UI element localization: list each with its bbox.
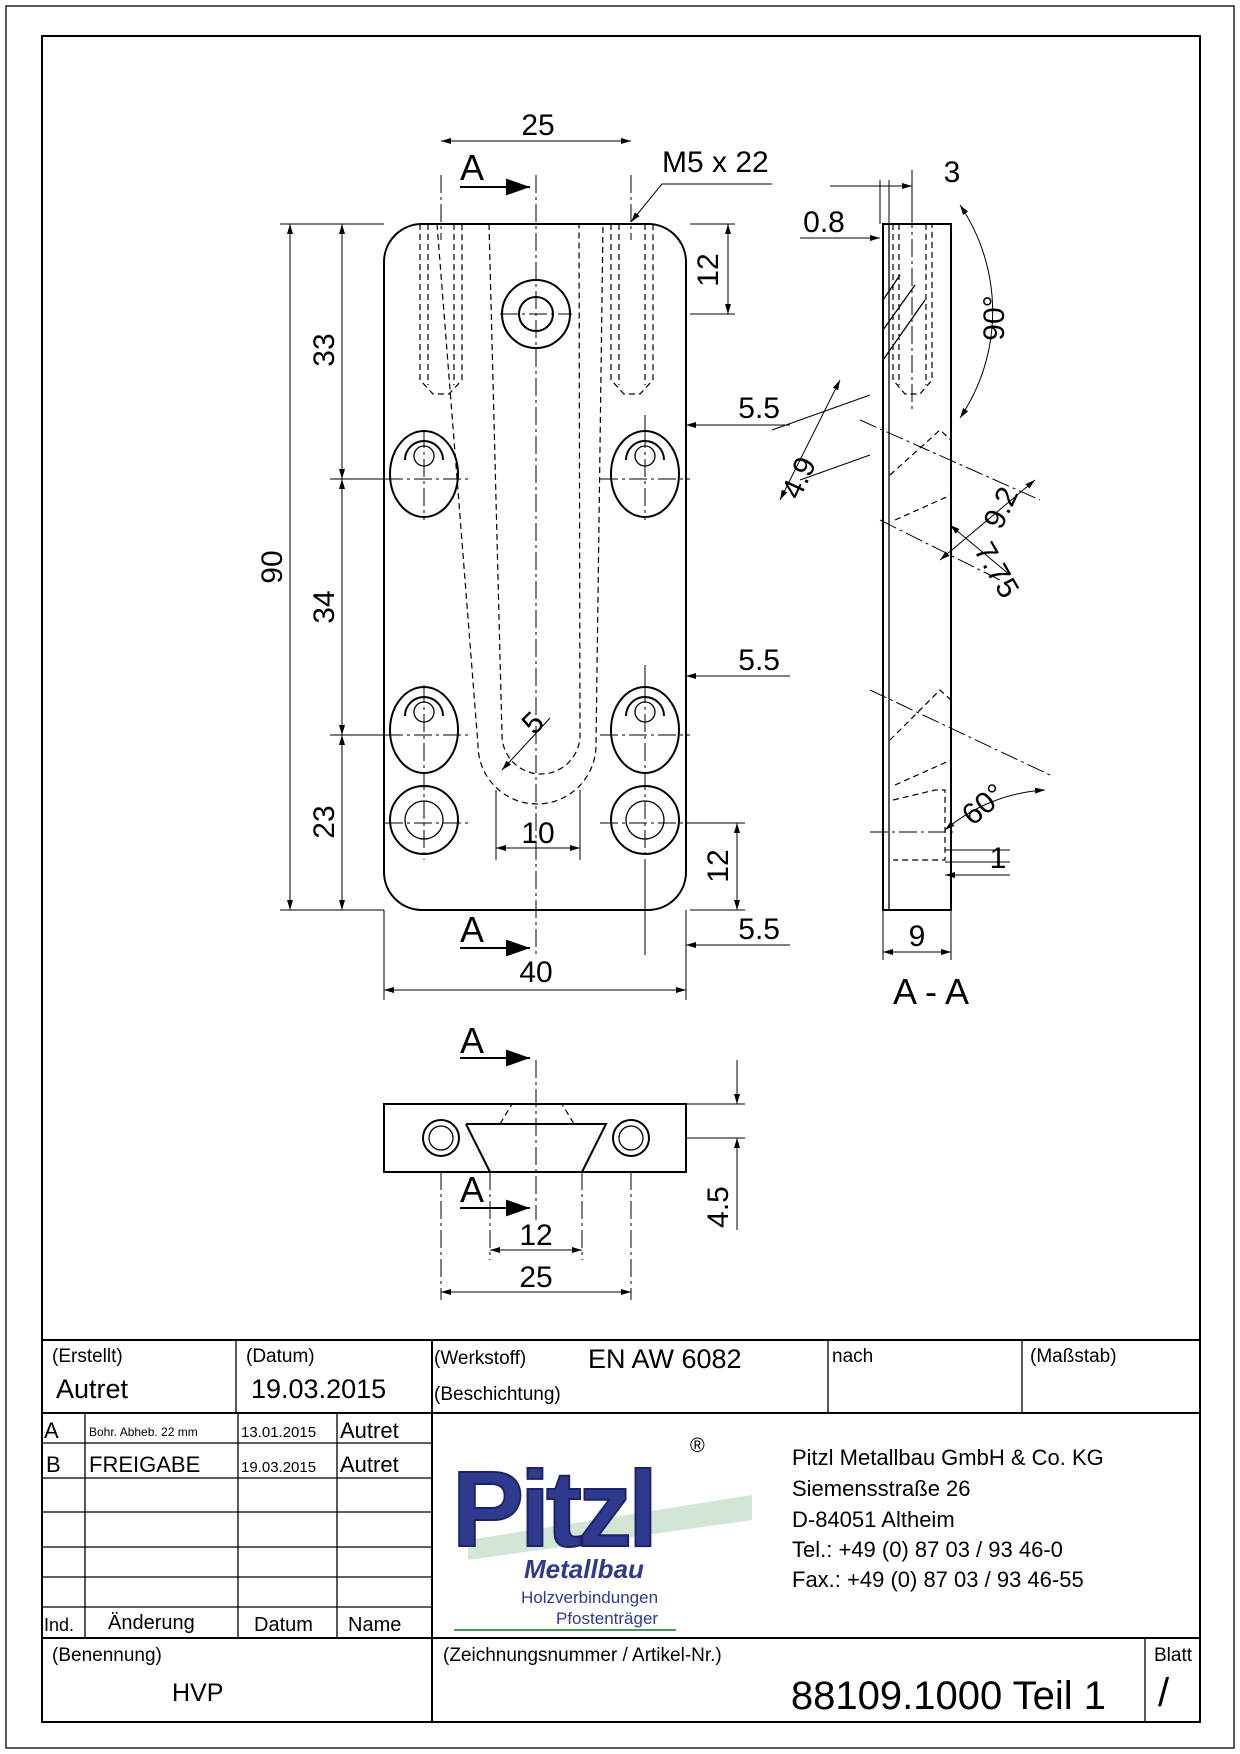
logo-line1: Holzverbindungen bbox=[521, 1588, 658, 1607]
section-view bbox=[859, 210, 1051, 911]
rev-header-ind: Ind. bbox=[44, 1615, 74, 1635]
dim-5-5-b: 5.5 bbox=[738, 644, 780, 677]
scale-label: (Maßstab) bbox=[1030, 1346, 1117, 1367]
dim-top-25: 25 bbox=[521, 109, 554, 142]
rev-header-date: Datum bbox=[254, 1614, 313, 1636]
dim-thread: M5 x 22 bbox=[662, 146, 769, 179]
created-value: Autret bbox=[56, 1374, 129, 1404]
dim-section-9-2: 9.2 bbox=[978, 482, 1026, 534]
drawing-frame bbox=[41, 35, 1201, 1723]
company-logo: Pitzl ® Metallbau Holzverbindungen Pfost… bbox=[451, 1435, 752, 1631]
threaded-hole-left bbox=[419, 224, 463, 395]
plate-outline bbox=[383, 223, 687, 911]
after-label: nach bbox=[832, 1346, 873, 1367]
svg-text:19.03.2015: 19.03.2015 bbox=[241, 1459, 316, 1476]
svg-text:13.01.2015: 13.01.2015 bbox=[241, 1424, 316, 1441]
outer-frame bbox=[5, 5, 1235, 1749]
section-marker-top: A bbox=[460, 147, 484, 188]
svg-text:FREIGABE: FREIGABE bbox=[89, 1452, 200, 1477]
section-outline bbox=[882, 223, 952, 911]
material-label: (Werkstoff) bbox=[434, 1348, 526, 1369]
created-label: (Erstellt) bbox=[52, 1346, 123, 1367]
dim-34: 34 bbox=[308, 590, 341, 623]
coating-label: (Beschichtung) bbox=[434, 1384, 561, 1405]
front-view bbox=[383, 175, 690, 955]
company-tel: Tel.: +49 (0) 87 03 / 93 46-0 bbox=[792, 1537, 1063, 1562]
dim-90: 90 bbox=[256, 550, 289, 583]
designation-label: (Benennung) bbox=[52, 1645, 162, 1666]
dim-bottom-4-5: 4.5 bbox=[702, 1186, 735, 1228]
threaded-hole-right bbox=[610, 224, 654, 395]
dim-10: 10 bbox=[521, 817, 554, 850]
section-marker-bottom-view-bottom: A bbox=[460, 1169, 484, 1210]
logo-registered: ® bbox=[690, 1435, 705, 1457]
slot-outer bbox=[436, 223, 604, 805]
dim-5-5-a: 5.5 bbox=[738, 392, 780, 425]
company-street: Siemensstraße 26 bbox=[792, 1476, 971, 1501]
svg-text:B: B bbox=[46, 1452, 61, 1477]
dim-bottom-25: 25 bbox=[519, 1261, 552, 1294]
company-name: Pitzl Metallbau GmbH & Co. KG bbox=[792, 1445, 1104, 1470]
dim-23: 23 bbox=[308, 805, 341, 838]
dim-12-top: 12 bbox=[692, 253, 725, 286]
material-value: EN AW 6082 bbox=[588, 1344, 742, 1374]
revision-row-a: A Bohr. Abheb. 22 mm 13.01.2015 Autret bbox=[44, 1418, 399, 1443]
dim-33: 33 bbox=[308, 333, 341, 366]
rev-header-name: Name bbox=[348, 1614, 401, 1636]
section-marker-bottom: A bbox=[460, 909, 484, 950]
rev-header-change: Änderung bbox=[108, 1612, 195, 1634]
section-dimensions: 3 0.8 90° 4.9 9.2 7.75 60° 1 9 A - A bbox=[771, 156, 1046, 1012]
sheet-label: Blatt bbox=[1154, 1645, 1193, 1666]
dim-section-9: 9 bbox=[909, 920, 926, 953]
logo-sub: Metallbau bbox=[524, 1554, 644, 1584]
front-dimensions: 25 M5 x 22 12 90 33 34 23 5.5 5.5 5 10 bbox=[256, 109, 790, 1000]
company-city: D-84051 Altheim bbox=[792, 1507, 955, 1532]
dim-40: 40 bbox=[519, 956, 552, 989]
dim-5-5-c: 5.5 bbox=[738, 913, 780, 946]
section-title: A - A bbox=[893, 971, 969, 1012]
drawing-number-label: (Zeichnungsnummer / Artikel-Nr.) bbox=[443, 1645, 722, 1666]
logo-word: Pitzl bbox=[452, 1448, 654, 1569]
section-marker-bottom-view-top: A bbox=[460, 1020, 484, 1061]
revision-row-b: B FREIGABE 19.03.2015 Autret bbox=[46, 1452, 399, 1477]
sheet-value: / bbox=[1158, 1671, 1170, 1715]
company-fax: Fax.: +49 (0) 87 03 / 93 46-55 bbox=[792, 1567, 1084, 1592]
svg-text:Bohr. Abheb. 22 mm: Bohr. Abheb. 22 mm bbox=[89, 1425, 198, 1439]
dim-section-0-8: 0.8 bbox=[803, 206, 845, 239]
svg-text:Autret: Autret bbox=[340, 1452, 399, 1477]
dim-section-1: 1 bbox=[990, 842, 1007, 875]
title-block: (Erstellt) Autret (Datum) 19.03.2015 (We… bbox=[42, 1339, 1200, 1722]
svg-text:Autret: Autret bbox=[340, 1418, 399, 1443]
dim-section-90deg: 90° bbox=[978, 295, 1011, 340]
svg-text:A: A bbox=[44, 1418, 59, 1443]
dim-section-4-9: 4.9 bbox=[776, 452, 824, 504]
dim-bottom-12: 12 bbox=[519, 1219, 552, 1252]
dim-12-bottom: 12 bbox=[702, 849, 735, 882]
logo-line2: Pfostenträger bbox=[556, 1609, 658, 1628]
dim-section-3: 3 bbox=[944, 156, 961, 189]
slot-inner bbox=[488, 223, 581, 775]
bottom-dimensions: A A 12 25 4.5 bbox=[441, 1020, 745, 1295]
date-value: 19.03.2015 bbox=[251, 1374, 386, 1404]
dim-section-60deg: 60° bbox=[956, 777, 1012, 831]
drawing-number-value: 88109.1000 Teil 1 bbox=[791, 1674, 1106, 1718]
designation-value: HVP bbox=[172, 1679, 223, 1707]
date-label: (Datum) bbox=[246, 1346, 315, 1367]
